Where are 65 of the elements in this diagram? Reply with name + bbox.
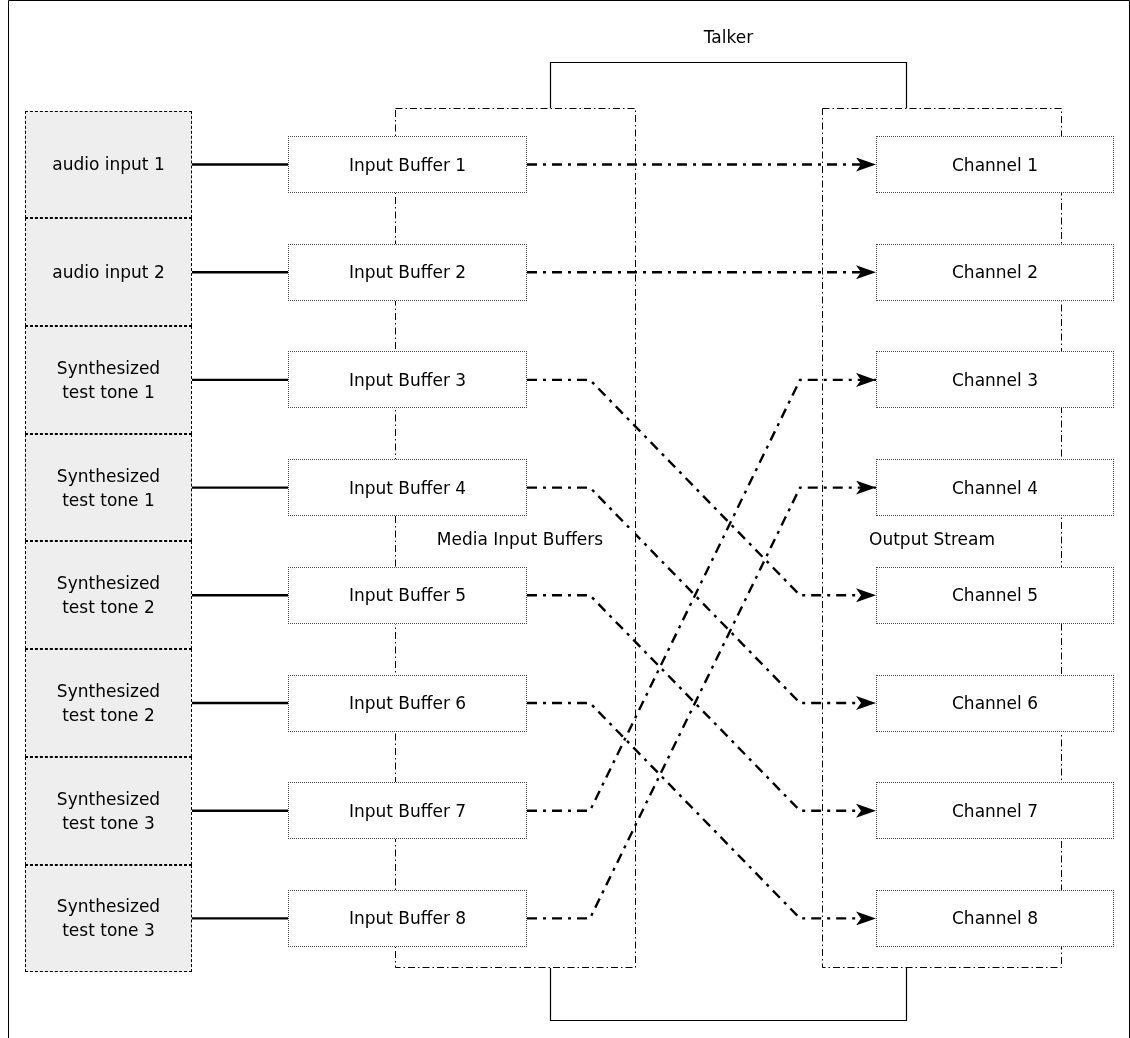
box-label: Input Buffer 4 bbox=[348, 477, 467, 498]
box-label: Channel 1 bbox=[952, 154, 1038, 175]
channel-box bbox=[876, 674, 1114, 732]
input-source-box bbox=[25, 756, 192, 865]
buffer-box bbox=[288, 782, 527, 840]
arrow bbox=[527, 486, 876, 710]
connector-line bbox=[192, 378, 288, 382]
source-label: audio input 1 bbox=[51, 153, 166, 177]
buffer-box bbox=[288, 459, 527, 517]
box-label: Channel 6 bbox=[952, 693, 1038, 713]
connector-line bbox=[192, 809, 288, 812]
input-source-box bbox=[25, 433, 192, 542]
box-label: Channel 7 bbox=[952, 800, 1038, 821]
connector-line bbox=[192, 271, 288, 274]
source-label: audio input 2 bbox=[51, 261, 166, 285]
source-label: Synthesized test tone 1 bbox=[55, 356, 162, 404]
source-label: Synthesized test tone 3 bbox=[55, 895, 162, 943]
channel-box bbox=[876, 782, 1114, 840]
connector-line bbox=[192, 701, 288, 705]
box-label: Input Buffer 1 bbox=[348, 154, 467, 175]
buffer-box bbox=[288, 351, 527, 409]
buffer-box bbox=[288, 136, 527, 193]
input-source-box bbox=[25, 110, 192, 219]
source-label: Synthesized test tone 2 bbox=[55, 680, 162, 727]
buffer-box bbox=[288, 889, 527, 947]
box-label: Channel 3 bbox=[952, 369, 1038, 390]
buffer-box bbox=[288, 674, 527, 732]
box-label: Channel 2 bbox=[952, 262, 1038, 283]
arrow bbox=[527, 701, 876, 926]
connector-line bbox=[192, 486, 288, 489]
box-label: Input Buffer 3 bbox=[348, 369, 467, 390]
source-label: Synthesized test tone 1 bbox=[55, 464, 162, 512]
arrow bbox=[527, 378, 876, 603]
connector-line bbox=[192, 594, 288, 597]
channel-box bbox=[876, 566, 1114, 624]
source-label: Synthesized test tone 2 bbox=[55, 572, 162, 620]
channel-box bbox=[876, 351, 1114, 409]
connector-line bbox=[192, 163, 288, 166]
group-title: Talker bbox=[702, 26, 755, 48]
box-label: Channel 5 bbox=[952, 585, 1038, 606]
input-source-box bbox=[25, 864, 192, 973]
channel-box bbox=[876, 459, 1114, 517]
box-label: Input Buffer 8 bbox=[348, 908, 467, 929]
channel-box bbox=[876, 136, 1114, 193]
connector-line bbox=[192, 917, 288, 920]
buffer-box bbox=[288, 243, 527, 301]
box-label: Input Buffer 6 bbox=[348, 693, 467, 713]
arrow bbox=[527, 480, 876, 920]
channel-box bbox=[876, 889, 1114, 947]
source-label: Synthesized test tone 3 bbox=[55, 787, 162, 835]
box-label: Input Buffer 7 bbox=[348, 800, 467, 821]
box-label: Input Buffer 2 bbox=[348, 262, 467, 283]
input-source-box bbox=[25, 326, 192, 434]
arrow bbox=[527, 265, 876, 280]
input-source-box bbox=[25, 649, 192, 757]
buffer-box bbox=[288, 566, 527, 624]
box-label: Channel 4 bbox=[952, 477, 1038, 498]
input-source-box bbox=[25, 541, 192, 650]
box-label: Input Buffer 5 bbox=[348, 585, 467, 606]
input-source-box bbox=[25, 218, 192, 327]
channel-box bbox=[876, 243, 1114, 301]
arrow bbox=[527, 594, 876, 818]
arrow bbox=[527, 372, 876, 812]
arrow bbox=[527, 157, 876, 172]
box-label: Channel 8 bbox=[952, 908, 1038, 929]
